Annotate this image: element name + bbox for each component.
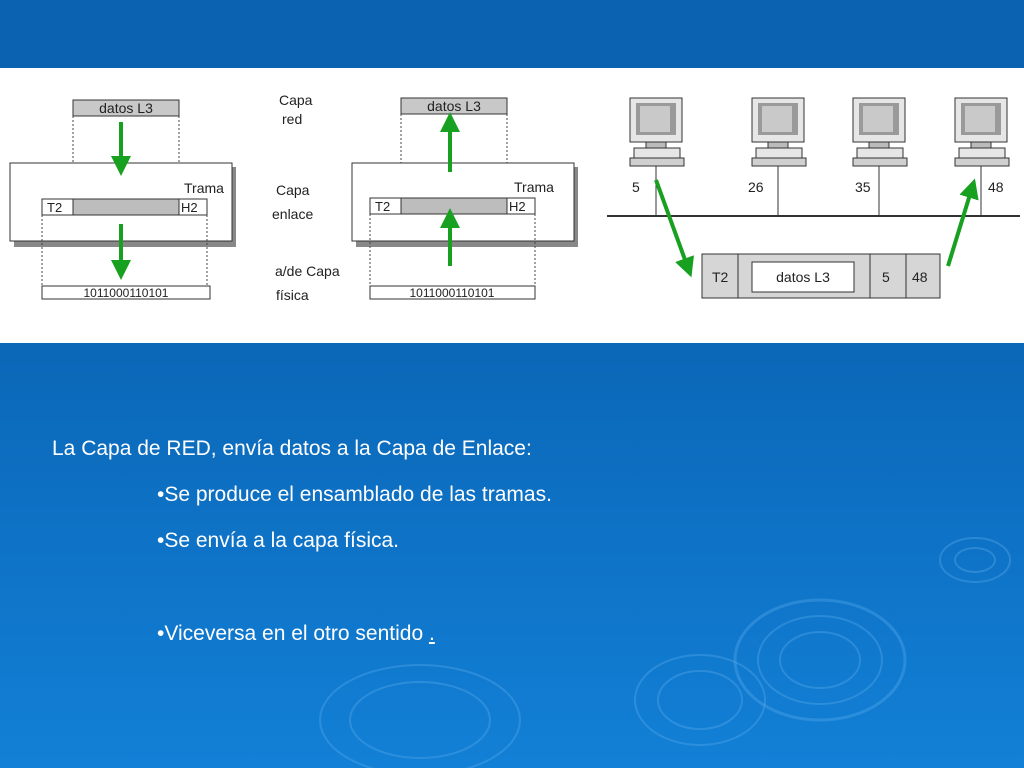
datos-label: datos L3 (427, 98, 481, 114)
host-label: 35 (855, 179, 871, 195)
bits-box (41, 285, 211, 300)
bullet-ensamblado: •Se produce el ensamblado de las tramas. (157, 483, 552, 506)
layer-enlace-label-1: Capa (276, 182, 310, 198)
datos-box (72, 99, 180, 117)
layer-labels: Capa red Capa enlace a/de Capa física (272, 92, 340, 303)
layer-red-label-2: red (282, 111, 302, 127)
receive-arrow-icon (946, 178, 979, 267)
trama-label: Trama (184, 180, 224, 196)
period-link[interactable]: . (428, 622, 435, 645)
frame-t2-label: T2 (712, 269, 729, 285)
left-stack: datos L3 Trama T2 H2 1011000110101 (9, 99, 236, 300)
layer-diagram: datos L3 Trama T2 H2 1011000110101 Capa … (0, 68, 1024, 343)
computer-icon (954, 97, 1010, 167)
network-diagram: 5 26 35 (607, 97, 1020, 299)
frame-dst-label: 48 (912, 269, 928, 285)
frame-src-label: 5 (882, 269, 890, 285)
bullet-viceversa-text: •Viceversa en el otro sentido (157, 622, 429, 645)
h2-label: H2 (181, 200, 198, 215)
computer-icon (629, 97, 685, 167)
bits-box (369, 285, 536, 300)
trama-label: Trama (514, 179, 554, 195)
bullet-viceversa: •Viceversa en el otro sentido . (157, 622, 435, 646)
frame-datos-label: datos L3 (776, 269, 830, 285)
host-label: 5 (632, 179, 640, 195)
heading-text: La Capa de RED, envía datos a la Capa de… (52, 437, 532, 460)
layer-fisica-label-1: a/de Capa (275, 263, 340, 279)
frame-payload (751, 261, 855, 293)
datos-label: datos L3 (99, 100, 153, 116)
bits-label: 1011000110101 (84, 286, 169, 300)
host-label: 48 (988, 179, 1004, 195)
h2-label: H2 (509, 199, 526, 214)
t2-label: T2 (375, 199, 390, 214)
bits-label: 1011000110101 (410, 286, 495, 300)
computer-icon (751, 97, 807, 167)
t2-label: T2 (47, 200, 62, 215)
title-band (0, 0, 1024, 68)
send-arrow-icon (654, 179, 694, 278)
payload-cell (72, 198, 180, 216)
layer-red-label-1: Capa (279, 92, 313, 108)
bullet-capa-fisica: •Se envía a la capa física. (157, 529, 399, 552)
layer-fisica-label-2: física (276, 287, 309, 303)
host-label: 26 (748, 179, 764, 195)
payload-cell (400, 197, 508, 215)
layer-enlace-label-2: enlace (272, 206, 313, 222)
middle-stack: datos L3 Trama T2 H2 1011000110101 (351, 97, 578, 300)
computer-icon (852, 97, 908, 167)
